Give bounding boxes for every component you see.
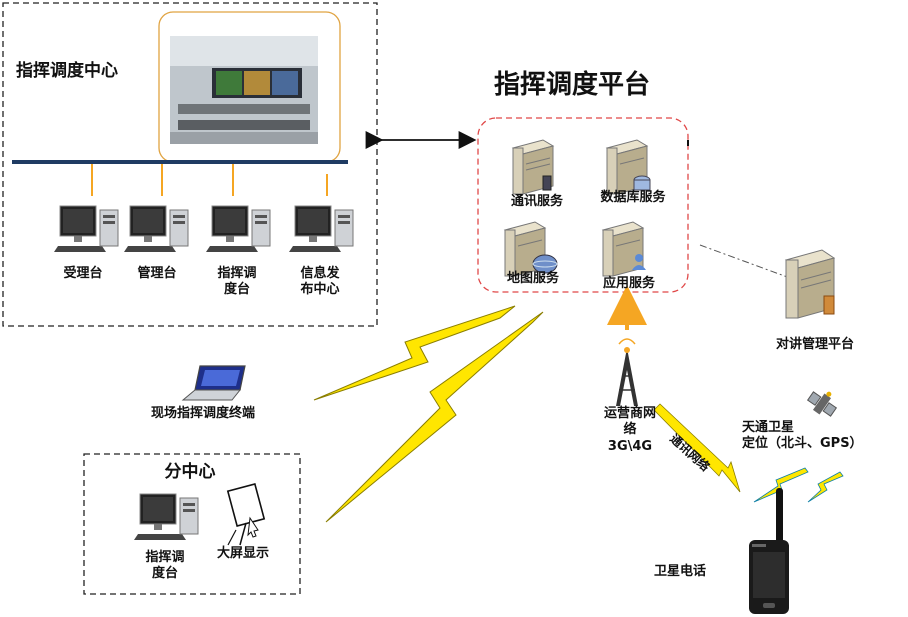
lightning-bolt-5 [807, 471, 844, 503]
satellite-icon [806, 391, 838, 417]
lightning-bolt-1 [313, 305, 516, 401]
control-room-photo [170, 36, 318, 144]
field-terminal-label: 现场指挥调度终端 [150, 406, 255, 421]
terminal-label-management: 管理台 [137, 266, 177, 281]
bus-drops [91, 164, 328, 196]
big-screen-label: 大屏显示 [216, 546, 269, 561]
lightning-bolt-4 [753, 467, 809, 503]
satellite-phone-label: 卫星电话 [653, 564, 706, 579]
desktop-computer-icons [54, 205, 354, 540]
command-center-box [2, 2, 378, 327]
lightning-bolt-3 [653, 403, 741, 493]
service-label-map: 地图服务 [506, 271, 559, 286]
satellite-label: 天通卫星 定位（北斗、GPS） [742, 420, 863, 452]
service-label-comm: 通讯服务 [510, 194, 563, 209]
big-screen-icon [226, 483, 266, 546]
laptop-icon [181, 365, 246, 401]
terminal-label-info-release: 信息发 布中心 [300, 266, 340, 298]
terminal-label-reception: 受理台 [63, 266, 103, 281]
lightning-bolt-2 [325, 311, 544, 523]
terminal-label-dispatch: 指挥调 度台 [217, 266, 257, 298]
cell-tower-icon [616, 338, 638, 406]
platform-box [477, 117, 689, 293]
sub-center-dispatch-label: 指挥调 度台 [145, 550, 185, 582]
platform-title: 指挥调度平台 [494, 70, 651, 100]
intercom-link [699, 244, 791, 279]
carrier-label: 运营商网 络 3G\4G [603, 406, 656, 454]
intercom-label: 对讲管理平台 [775, 337, 854, 352]
command-center-title: 指挥调度中心 [16, 61, 118, 81]
server-icons [503, 139, 836, 319]
sub-center-title: 分中心 [164, 462, 216, 482]
service-label-application: 应用服务 [602, 276, 655, 291]
sub-center-box [83, 453, 301, 595]
service-label-database: 数据库服务 [600, 190, 666, 205]
satellite-phone-icon [749, 488, 789, 614]
